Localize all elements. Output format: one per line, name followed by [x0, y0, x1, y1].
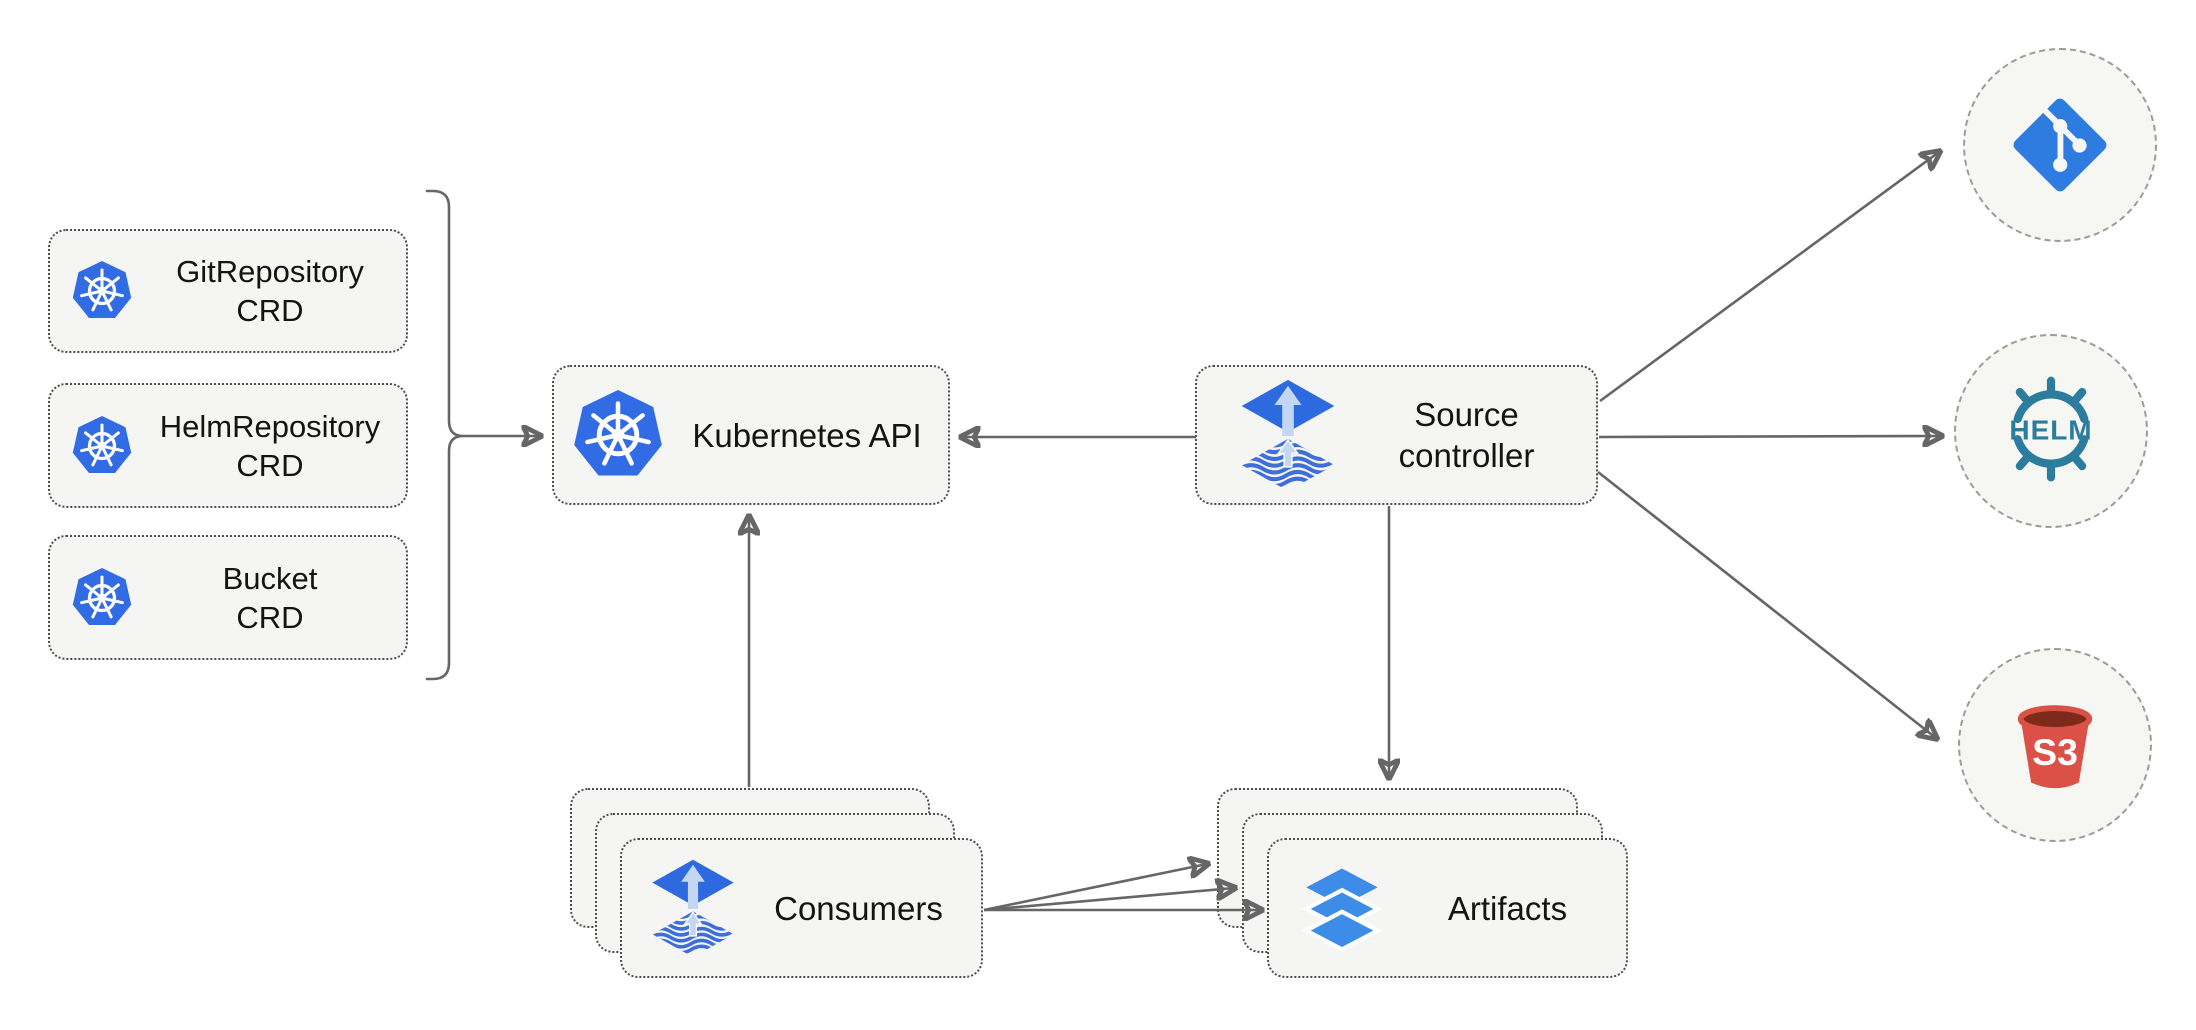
kubernetes-icon [570, 387, 666, 483]
kubernetes-icon [70, 414, 134, 478]
crd-label-helmrepository: HelmRepository CRD [159, 408, 381, 483]
source-controller-label: Source controller [1398, 396, 1535, 474]
s3-circle: S3 [1958, 648, 2152, 842]
arrow-consumers-to-artifacts-back [983, 864, 1207, 912]
crd-label-bucket: Bucket CRD [222, 560, 318, 635]
consumers-box-front: Consumers [620, 838, 983, 978]
helm-logo-text: HELM [2009, 415, 2092, 446]
crd-box-gitrepository: GitRepository CRD [48, 229, 408, 353]
crd-box-helmrepository: HelmRepository CRD [48, 383, 408, 508]
helm-icon: HELM [1993, 373, 2109, 489]
layers-icon [1295, 861, 1389, 955]
grouping-brace [425, 189, 464, 681]
git-circle [1963, 48, 2157, 242]
arrow-source-to-helm [1598, 436, 1941, 437]
kubernetes-api-box: Kubernetes API [552, 365, 950, 505]
arrow-source-to-git [1599, 152, 1939, 403]
artifacts-box-front: Artifacts [1267, 838, 1628, 978]
crd-box-bucket: Bucket CRD [48, 535, 408, 660]
flux-icon [1239, 378, 1337, 492]
helm-circle: HELM [1954, 334, 2148, 528]
git-icon [2011, 96, 2109, 194]
crd-label-gitrepository: GitRepository CRD [176, 254, 364, 328]
kubernetes-api-label: Kubernetes API [692, 416, 922, 454]
kubernetes-icon [70, 259, 134, 323]
arrow-source-to-s3 [1597, 470, 1936, 738]
artifacts-label: Artifacts [1447, 889, 1568, 927]
flux-icon [650, 858, 736, 958]
source-controller-box: Source controller [1195, 365, 1598, 505]
arrow-consumers-to-artifacts-middle [983, 888, 1234, 912]
kubernetes-icon [70, 566, 134, 630]
s3-logo-text: S3 [2032, 731, 2078, 773]
s3-bucket-icon: S3 [2003, 693, 2107, 797]
consumers-label: Consumers [774, 889, 943, 927]
